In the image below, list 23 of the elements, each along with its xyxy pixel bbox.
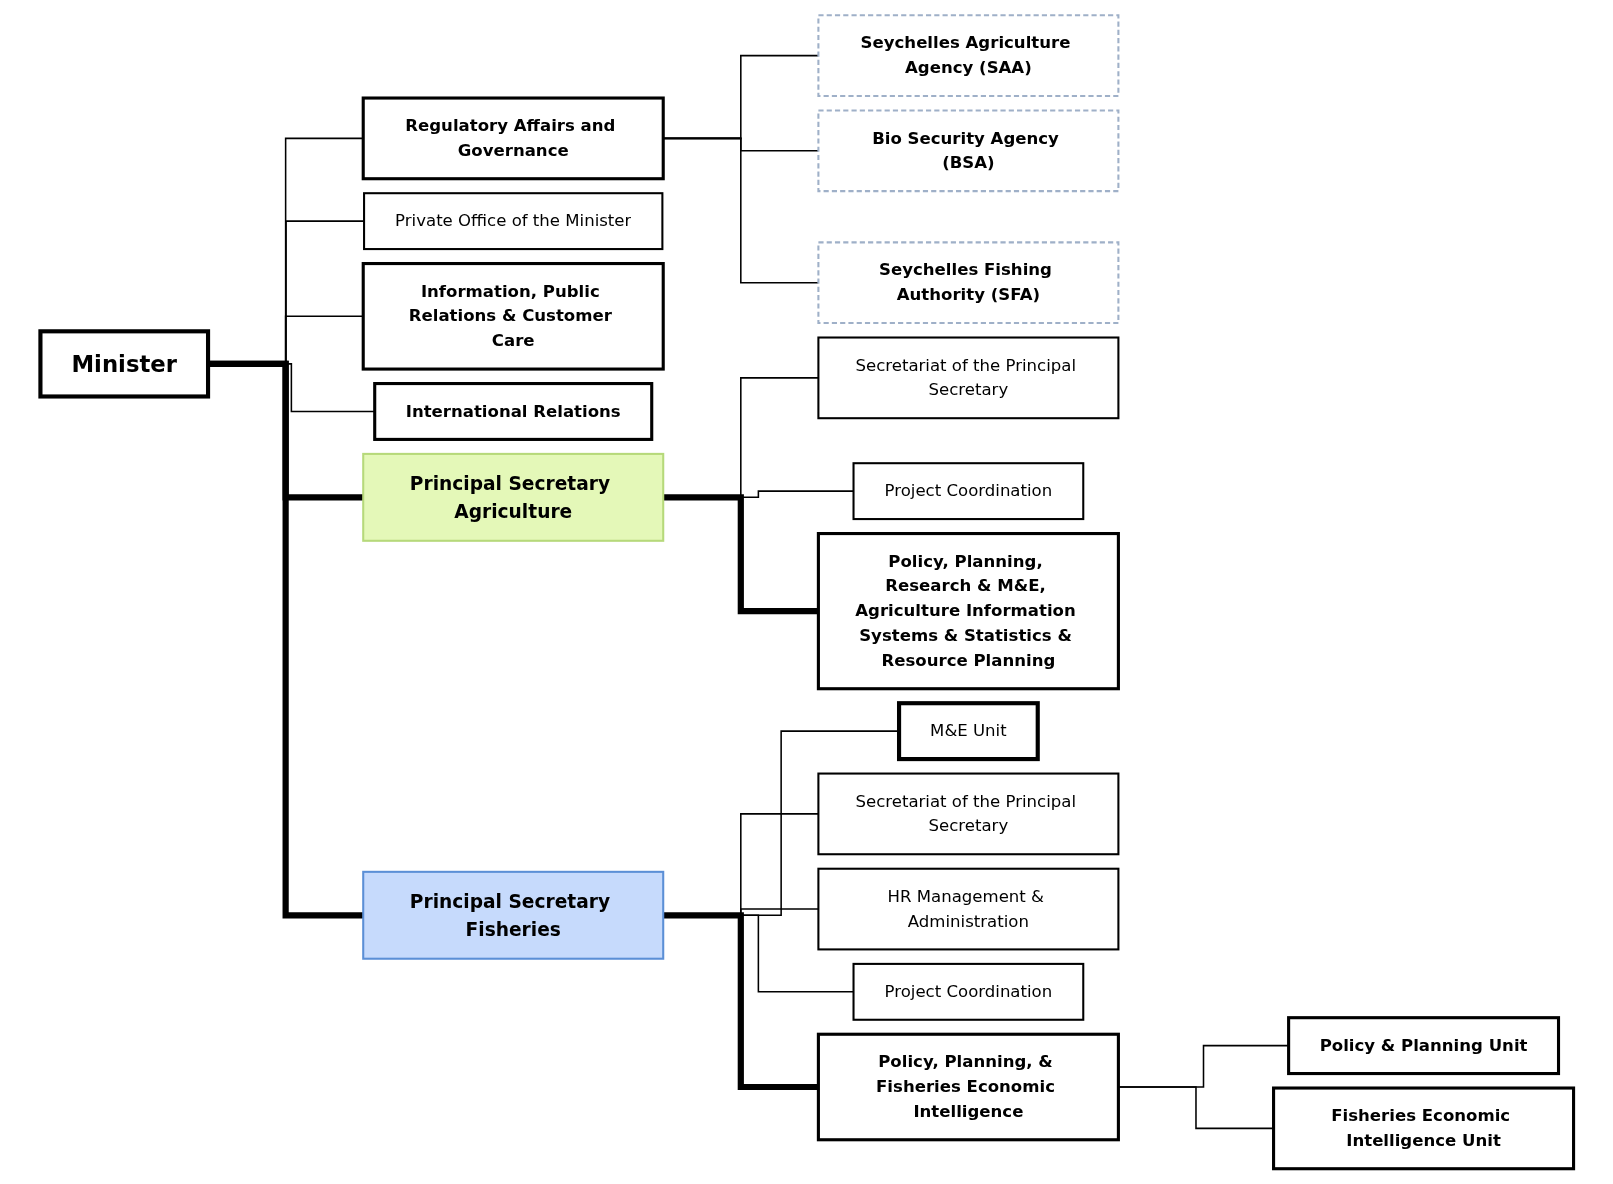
node-box: Seychelles Fishing Authority (SFA) (816, 241, 1119, 325)
node-box: Information, Public Relations & Customer Care (361, 262, 665, 371)
node-box: HR Management & Administration (816, 867, 1119, 951)
node-box: Secretariat of the Principal Secretary (816, 772, 1119, 856)
node-box: M&E Unit (896, 701, 1040, 762)
node-box: Fisheries Economic Intelligence Unit (1271, 1086, 1575, 1171)
node-box: Policy, Planning, Research & M&E, Agriculture Information Systems & Statistics & Resource Planning (816, 532, 1120, 691)
node-box: International Relations (372, 382, 653, 441)
connector (207, 360, 363, 919)
node-box: Private Office of the Minister (362, 192, 663, 251)
node-box: Policy, Planning, & Fisheries Economic Intelligence (816, 1032, 1120, 1142)
node-box: Regulatory Affairs and Governance (361, 96, 665, 181)
node-box: Policy & Planning Unit (1286, 1016, 1560, 1076)
node-box: Secretariat of the Principal Secretary (816, 336, 1119, 420)
connector (662, 494, 818, 615)
connector (662, 912, 818, 1091)
node-box: Seychelles Agriculture Agency (SAA) (816, 14, 1119, 97)
node-box: Project Coordination (852, 962, 1084, 1021)
node-box: Principal Secretary Fisheries (361, 870, 664, 960)
node-box: Principal Secretary Agriculture (361, 452, 664, 542)
node-box: Bio Security Agency (BSA) (816, 109, 1119, 193)
node-box: Project Coordination (852, 462, 1084, 521)
node-box: Minister (37, 329, 210, 399)
